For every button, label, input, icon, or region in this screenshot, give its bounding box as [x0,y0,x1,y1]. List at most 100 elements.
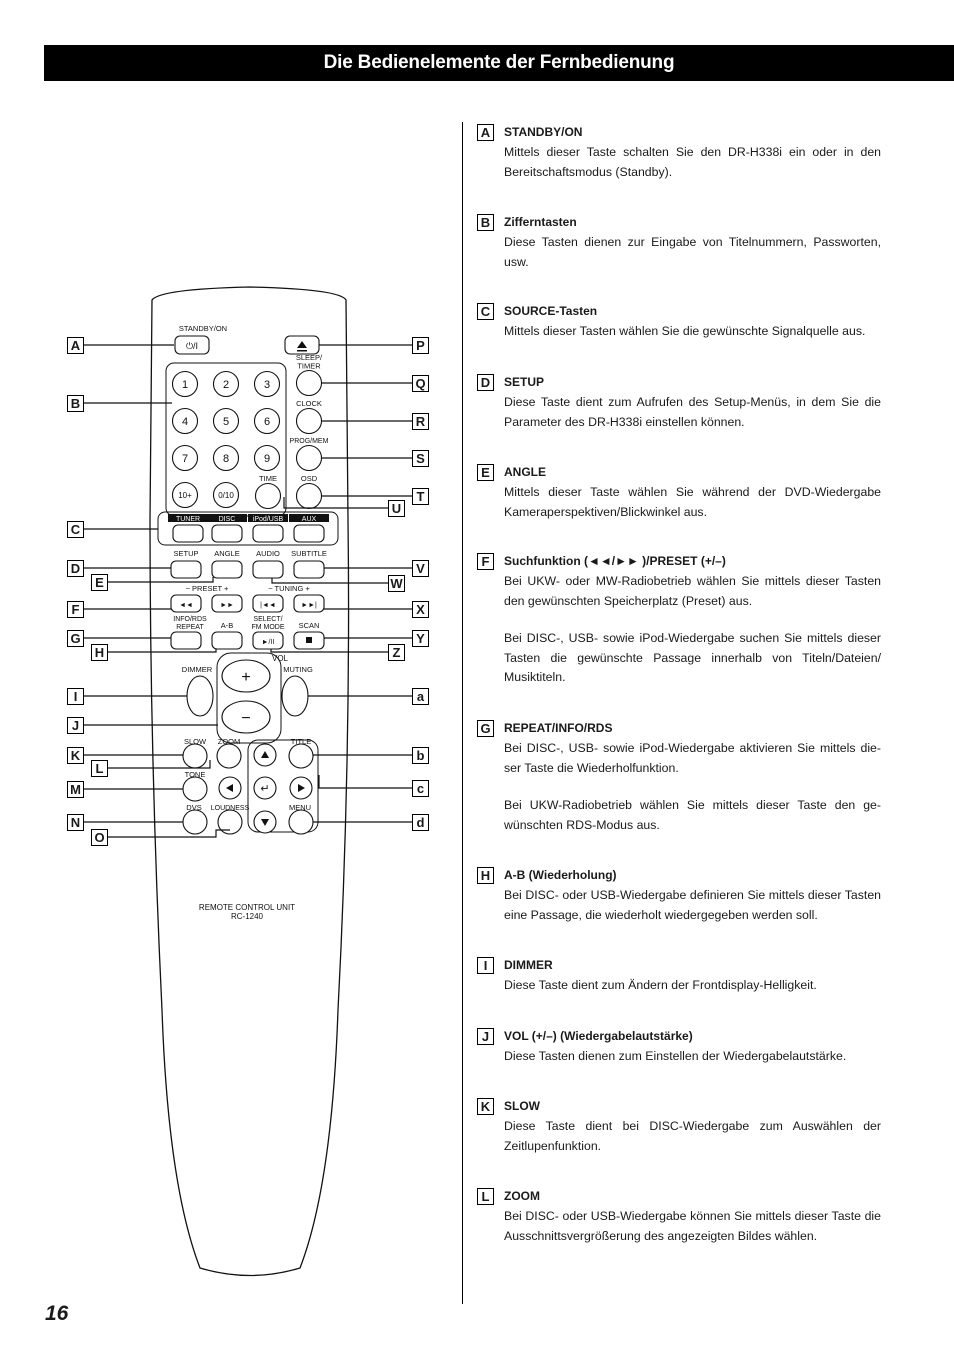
entry-title: SLOW [504,1099,540,1113]
digit-button-6[interactable] [253,407,281,435]
scan-label: SCAN [299,621,320,630]
enter-button[interactable] [253,776,277,800]
digit-button-9[interactable] [253,444,281,472]
digit-label: 4 [182,416,188,428]
source-button-iPod/USB[interactable] [252,524,284,543]
leader-line [108,829,230,838]
entry-letter: J [477,1028,494,1045]
dvs-button[interactable] [182,809,208,835]
digit-label: 5 [223,416,229,428]
standby-button[interactable] [174,335,210,355]
loudness-button[interactable] [217,809,243,835]
info-repeat-label: REPEAT [176,624,204,631]
vol-down-icon: − [241,710,250,727]
dimmer-label: DIMMER [182,665,213,674]
callout-A: A [67,337,84,354]
ab-label: A-B [221,621,234,630]
tuning-up-button[interactable] [293,594,325,613]
angle-label: ANGLE [214,549,239,558]
entry-letter: I [477,957,494,974]
clock-label: CLOCK [296,399,322,408]
digit-button-2[interactable] [212,370,240,398]
leader-line [108,649,217,653]
entry-paragraph: Bei UKW-Radiobetrieb wählen Sie mittels … [504,798,881,832]
digit-button-7[interactable] [171,444,199,472]
source-label: DISC [219,516,236,523]
entry-letter: L [477,1188,494,1205]
enter-icon: ↵ [260,783,269,795]
entry-paragraph: Bei UKW- oder MW-Radiobetrieb wählen Sie… [504,574,881,608]
zoom-button[interactable] [216,743,242,769]
digit-button-4[interactable] [171,407,199,435]
setup-button[interactable] [170,560,202,579]
info-repeat-button[interactable] [170,631,202,650]
entry-paragraph: Bei DISC- oder USB-Wiedergabe definieren… [504,888,881,922]
leader-line [270,649,388,653]
title-button[interactable] [288,743,314,769]
slow-label: SLOW [184,737,207,746]
tuning-label: − TUNING + [268,584,310,593]
entry-letter: H [477,867,494,884]
callout-I: I [67,688,84,705]
subtitle-button[interactable] [293,560,325,579]
clock-button[interactable] [295,407,323,435]
entry-title: REPEAT/INFO/RDS [504,721,613,735]
prev-icon: |◄◄ [260,602,276,609]
select-play-button[interactable] [252,631,284,650]
angle-button[interactable] [211,560,243,579]
preset-up-button[interactable] [211,594,243,613]
source-label: iPod/USB [253,516,284,523]
entry-letter: K [477,1098,494,1115]
tuning-down-button[interactable] [252,594,284,613]
entry-paragraph: Diese Taste dient zum Ändern der Frontdi… [504,978,817,992]
slow-button[interactable] [182,743,208,769]
callout-X: X [412,601,429,618]
time-label: TIME [259,474,277,483]
callout-T: T [412,488,429,505]
source-button-AUX[interactable] [293,524,325,543]
preset-down-button[interactable] [170,594,202,613]
callout-F: F [67,601,84,618]
callout-L: L [91,760,108,777]
callout-S: S [412,450,429,467]
digit-button-8[interactable] [212,444,240,472]
entry-letter: F [477,553,494,570]
dimmer-button [186,675,214,717]
digit-button-5[interactable] [212,407,240,435]
audio-button[interactable] [252,560,284,579]
callout-V: V [412,560,429,577]
leader-line [108,577,214,583]
entry-title: ZOOM [504,1189,540,1203]
entry-text: Bei DISC-, USB- sowie iPod-Wiedergabe ak… [504,739,881,835]
source-button-TUNER[interactable] [172,524,204,543]
digit-button-3[interactable] [253,370,281,398]
entry-text: Diese Taste dient bei DISC-Wiedergabe zu… [504,1117,881,1156]
ab-button[interactable] [211,631,243,650]
muting-label: MUTING [283,665,313,674]
entry-paragraph: Bei DISC- oder USB-Wiedergabe können Sie… [504,1209,881,1243]
digit-button-1[interactable] [171,370,199,398]
digit-button-0/10[interactable] [212,481,240,509]
entry-text: Diese Tasten dienen zum Einstellen der W… [504,1047,881,1067]
callout-a: a [412,688,429,705]
stop-icon [306,637,312,643]
leader-line [283,497,388,509]
osd-button[interactable] [295,482,323,510]
entry-title: ANGLE [504,465,546,479]
menu-button[interactable] [288,809,314,835]
source-button-DISC[interactable] [211,524,243,543]
digit-button-10+[interactable] [171,481,199,509]
callout-Y: Y [412,630,429,647]
callout-Z: Z [388,644,405,661]
arrow-down-icon [261,819,269,826]
tone-button[interactable] [182,776,208,802]
time-button[interactable] [254,482,282,510]
prog-mem-button[interactable] [295,444,323,472]
entry-title: DIMMER [504,958,553,972]
digit-label: 8 [223,453,229,465]
digit-label: 3 [264,379,270,391]
sleep-timer-button[interactable] [295,369,323,397]
